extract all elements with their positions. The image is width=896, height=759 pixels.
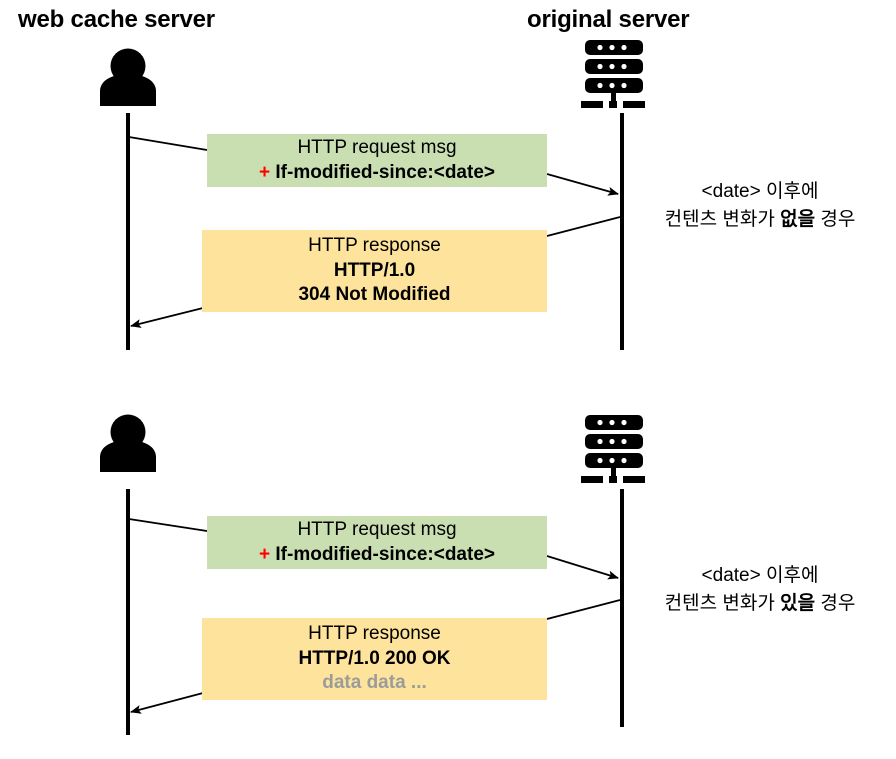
request-box-top[interactable]: HTTP request msg + If-modified-since:<da… [207,134,547,187]
request-box-top-line1: HTTP request msg [297,136,457,158]
response-box-top-line1: HTTP response [308,234,441,256]
plus-sign-bottom: + [259,543,271,565]
note-top-line2-bold: 없을 [780,208,816,230]
note-top-line2-post: 경우 [815,208,856,230]
response-box-top-line3: 304 Not Modified [298,284,451,306]
server-rack-icon-bottom [581,415,645,483]
connector-response-right-top [546,216,621,237]
note-bottom-line2-bold: 있을 [780,592,816,614]
request-box-top-header: If-modified-since:<date> [275,161,495,183]
note-top-line1: <date> 이후에 [701,181,819,202]
connector-response-right-bottom [546,599,621,620]
note-top-line2: 컨텐츠 변화가 없을 경우 [630,206,890,234]
arrow-request-to-server-bottom [546,555,619,580]
request-box-bottom[interactable]: HTTP request msg + If-modified-since:<da… [207,516,547,569]
header-web-cache-server: web cache server [18,6,215,33]
response-box-top[interactable]: HTTP response HTTP/1.0 304 Not Modified [202,230,547,312]
request-box-bottom-line1: HTTP request msg [297,518,457,540]
response-box-top-line2: HTTP/1.0 [333,259,416,281]
person-icon-top [100,48,156,106]
response-box-bottom[interactable]: HTTP response HTTP/1.0 200 OK data data … [202,618,547,700]
connector-request-left-bottom [128,518,208,532]
request-box-top-line2: + If-modified-since:<date> [259,161,495,186]
note-bottom: <date> 이후에 컨텐츠 변화가 있을 경우 [630,562,890,617]
response-box-bottom-line1: HTTP response [308,622,441,644]
request-box-bottom-header: If-modified-since:<date> [275,543,495,565]
response-box-bottom-line2: HTTP/1.0 200 OK [298,647,451,669]
arrow-response-to-cache-top [130,307,204,328]
header-original-server: original server [527,6,690,33]
request-box-bottom-line2: + If-modified-since:<date> [259,543,495,568]
person-icon-bottom [100,414,156,472]
note-bottom-line2-pre: 컨텐츠 변화가 [664,592,781,614]
note-bottom-line2: 컨텐츠 변화가 있을 경우 [630,590,890,618]
note-top-line2-pre: 컨텐츠 변화가 [664,208,781,230]
arrow-response-to-cache-bottom [130,692,204,714]
note-bottom-line1: <date> 이후에 [701,565,819,586]
connector-request-left-top [128,136,208,151]
arrow-request-to-server-top [546,173,619,196]
note-top: <date> 이후에 컨텐츠 변화가 없을 경우 [630,178,890,233]
response-box-bottom-line3: data data ... [322,672,427,694]
server-rack-icon-top [581,40,645,108]
note-bottom-line2-post: 경우 [815,592,856,614]
plus-sign-top: + [259,161,271,183]
